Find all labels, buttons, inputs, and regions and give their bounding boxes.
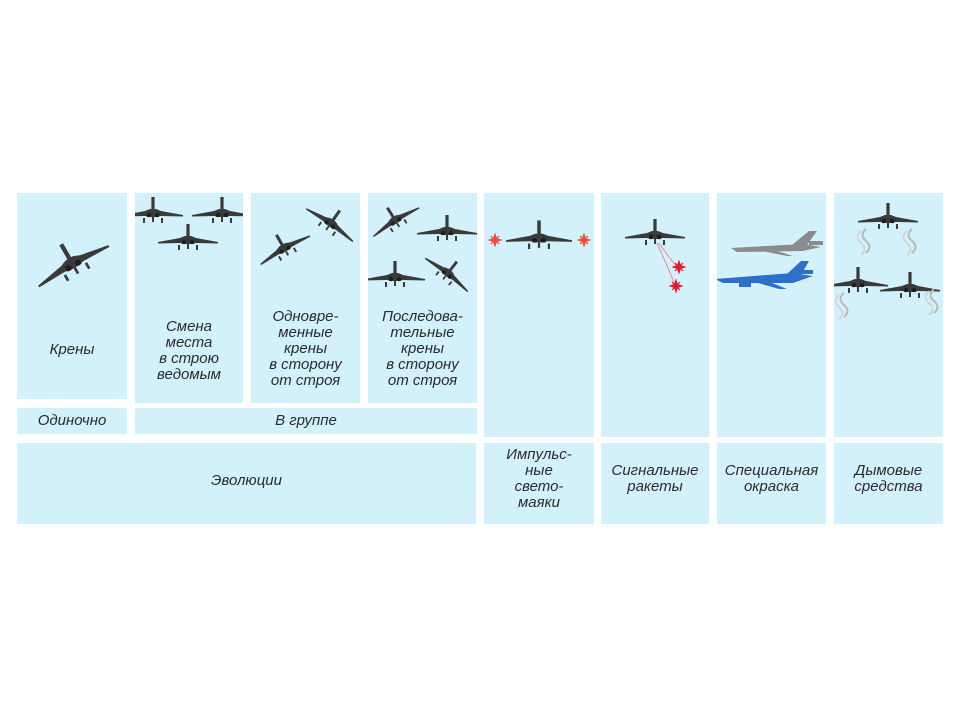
- panel-signalnye-top: [601, 193, 709, 437]
- panel-signalnye: Сигнальные ракеты: [601, 443, 709, 524]
- panel-specialnaya: Специальная окраска: [717, 443, 826, 524]
- panel-specialnaya-top: [717, 193, 826, 437]
- label-smena: Смена места в строю ведомым: [157, 318, 221, 383]
- panel-impulsnye-top: [484, 193, 594, 437]
- label-dymovye: Дымовые средства: [854, 462, 923, 495]
- label-evolyutsii: Эволюции: [211, 472, 282, 489]
- label-impulsnye: Импульс- ные свето- маяки: [506, 446, 572, 511]
- label-odnovremennye: Одновре- менные крены в сторону от строя: [269, 308, 342, 389]
- label-v-gruppe: В группе: [275, 412, 337, 429]
- panel-kreny: Крены: [17, 193, 127, 399]
- aircraft-icon: [26, 224, 114, 295]
- panel-posledovatelnye: Последова- тельные крены в сторону от ст…: [368, 193, 477, 403]
- panel-evolyutsii: Эволюции: [17, 443, 476, 524]
- label-kreny: Крены: [49, 341, 95, 358]
- painted-aircraft-icon: [717, 231, 823, 289]
- panel-dymovye: Дымовые средства: [834, 443, 943, 524]
- smoke-icon: [834, 203, 940, 320]
- panel-impulsnye: Импульс- ные свето- маяки: [484, 443, 594, 524]
- panel-odinochno: Одиночно: [17, 408, 127, 434]
- label-specialnaya: Специальная окраска: [724, 462, 819, 495]
- label-posledovatelnye: Последова- тельные крены в сторону от ст…: [382, 308, 463, 389]
- panel-v-gruppe: В группе: [135, 408, 477, 434]
- signal-flare-icon: [625, 219, 686, 293]
- label-odinochno: Одиночно: [37, 412, 107, 429]
- pulse-beacon-icon: [488, 220, 591, 249]
- panel-smena: Смена места в строю ведомым: [135, 193, 243, 403]
- panel-dymovye-top: [834, 193, 943, 437]
- label-signalnye: Сигнальные ракеты: [611, 462, 699, 495]
- panel-odnovremennye: Одновре- менные крены в сторону от строя: [251, 193, 360, 403]
